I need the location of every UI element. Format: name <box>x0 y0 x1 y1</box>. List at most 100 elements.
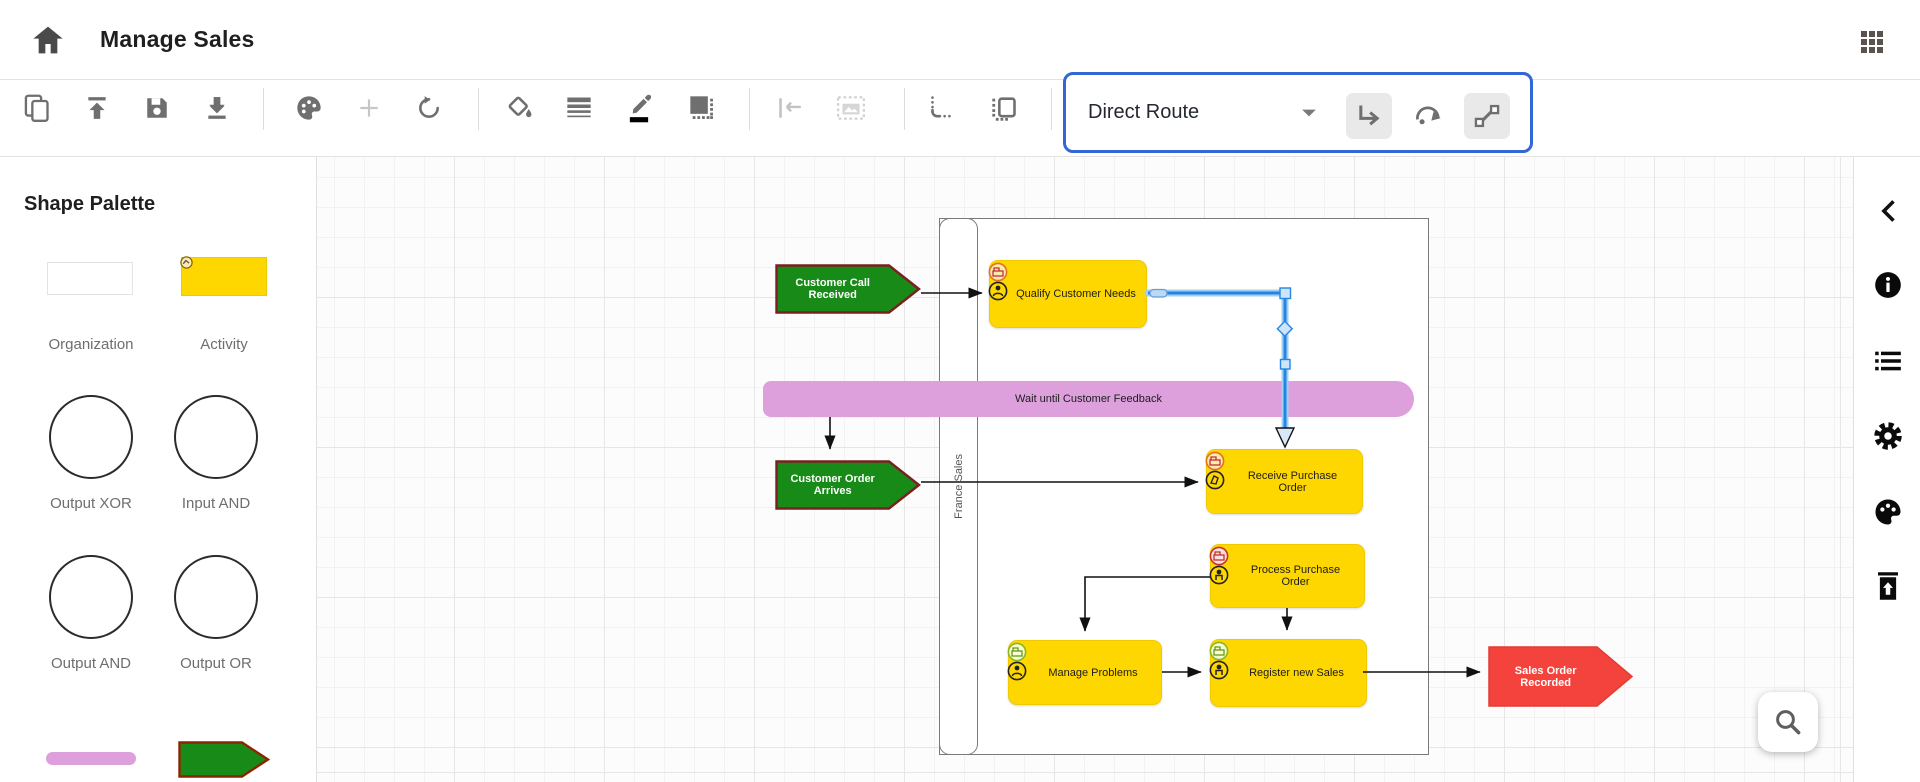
zoom-search-icon <box>1773 707 1803 737</box>
palette-item-label: Output XOR <box>21 495 161 512</box>
palette-shape-activity[interactable] <box>181 257 267 296</box>
shadow-icon <box>688 94 716 122</box>
select-area-icon <box>929 94 957 122</box>
palette-shape-input-and[interactable] <box>174 395 258 479</box>
connector-route-group: Direct Route <box>1063 72 1533 153</box>
event-sales-order-recorded[interactable]: Sales Order Recorded <box>1488 646 1634 707</box>
organization-icon <box>1209 641 1229 661</box>
shadow-button[interactable] <box>687 93 717 123</box>
function-qualify-customer-needs[interactable]: Qualify Customer Needs <box>989 260 1147 328</box>
theme-button[interactable] <box>294 93 324 123</box>
save-button[interactable] <box>142 93 172 123</box>
snap-object-button[interactable] <box>989 93 1019 123</box>
select-area-button[interactable] <box>928 93 958 123</box>
palette-shape-output-xor[interactable] <box>49 395 133 479</box>
palette-item-label: Output AND <box>21 655 161 672</box>
undo-icon <box>416 95 442 121</box>
home-button[interactable] <box>26 18 70 62</box>
toolbar-separator <box>263 88 264 130</box>
bring-front-button[interactable] <box>82 93 112 123</box>
download-icon <box>204 95 230 121</box>
organization-icon <box>1007 642 1027 662</box>
event-label: Customer Call Received <box>775 264 890 314</box>
palette-icon <box>295 94 323 122</box>
image-icon <box>836 95 866 121</box>
route-type-dropdown[interactable]: Direct Route <box>1066 101 1317 124</box>
properties-panel <box>1853 157 1920 782</box>
bezier-connector-button[interactable] <box>1406 93 1452 139</box>
shape-palette-panel: Shape Palette Organization Activity Outp… <box>0 157 317 782</box>
palette-shape-wait[interactable] <box>46 752 136 765</box>
palette-item-label: Output OR <box>146 655 286 672</box>
function-receive-purchase-order[interactable]: Receive Purchase Order <box>1206 449 1363 514</box>
wait-node[interactable]: Wait until Customer Feedback <box>763 381 1414 417</box>
event-customer-order-arrives[interactable]: Customer Order Arrives <box>775 460 921 510</box>
function-label: Qualify Customer Needs <box>990 288 1146 300</box>
straight-connector-icon <box>1473 102 1501 130</box>
wait-node-label: Wait until Customer Feedback <box>1015 393 1162 405</box>
toolbar: Direct Route <box>0 80 1920 157</box>
copy-icon <box>24 94 50 122</box>
event-arrow-shape <box>178 741 270 778</box>
stroke-color-button[interactable] <box>624 93 654 123</box>
organization-icon <box>988 262 1008 282</box>
organization-icon <box>180 256 193 269</box>
function-label: Manage Problems <box>1022 667 1147 679</box>
add-button[interactable] <box>354 93 384 123</box>
shape-palette-title: Shape Palette <box>24 193 155 216</box>
palette-shape-organization[interactable] <box>47 262 133 295</box>
straight-connector-button[interactable] <box>1464 93 1510 139</box>
copy-button[interactable] <box>22 93 52 123</box>
toolbar-separator <box>478 88 479 130</box>
trash-restore-button[interactable] <box>1872 570 1904 602</box>
role-icon <box>1209 565 1229 585</box>
apps-grid-button[interactable] <box>1852 22 1892 62</box>
toolbar-separator <box>1051 88 1052 130</box>
theme-palette-icon <box>1873 497 1903 527</box>
settings-button[interactable] <box>1872 420 1904 452</box>
home-icon <box>32 25 64 55</box>
info-icon <box>1874 271 1902 299</box>
palette-item-label: Activity <box>154 336 294 353</box>
collapse-panel-button[interactable] <box>1872 195 1904 227</box>
list-button[interactable] <box>1872 345 1904 377</box>
add-icon <box>356 95 382 121</box>
snap-object-icon <box>990 94 1018 122</box>
function-label: Process Purchase Order <box>1211 564 1364 588</box>
info-button[interactable] <box>1872 269 1904 301</box>
align-left-button[interactable] <box>775 93 805 123</box>
undo-button[interactable] <box>414 93 444 123</box>
palette-shape-event[interactable] <box>178 741 270 778</box>
palette-shape-output-and[interactable] <box>49 555 133 639</box>
role-icon <box>1205 470 1225 490</box>
function-manage-problems[interactable]: Manage Problems <box>1008 640 1162 705</box>
save-icon <box>144 95 170 121</box>
palette-shape-output-or[interactable] <box>174 555 258 639</box>
download-button[interactable] <box>202 93 232 123</box>
fill-color-icon <box>506 94 534 122</box>
event-customer-call-received[interactable]: Customer Call Received <box>775 264 921 314</box>
zoom-tool-button[interactable] <box>1758 692 1818 752</box>
bezier-connector-icon <box>1414 104 1444 128</box>
insert-image-button[interactable] <box>836 93 866 123</box>
event-label: Customer Order Arrives <box>775 460 890 510</box>
pen-color-icon <box>624 92 654 124</box>
upload-icon <box>84 95 110 121</box>
theme-palette-button[interactable] <box>1872 496 1904 528</box>
swimlane-label: France Sales <box>953 454 965 519</box>
toolbar-separator <box>749 88 750 130</box>
swimlane-header[interactable]: France Sales <box>939 218 978 755</box>
settings-gear-icon <box>1873 421 1903 451</box>
align-left-icon <box>776 96 804 120</box>
toolbar-separator <box>904 88 905 130</box>
chevron-down-icon <box>1301 108 1317 118</box>
line-style-button[interactable] <box>564 93 594 123</box>
function-process-purchase-order[interactable]: Process Purchase Order <box>1210 544 1365 608</box>
function-label: Register new Sales <box>1223 667 1354 679</box>
event-label: Sales Order Recorded <box>1488 646 1603 707</box>
function-register-new-sales[interactable]: Register new Sales <box>1210 639 1367 707</box>
fill-color-button[interactable] <box>505 93 535 123</box>
role-icon <box>988 281 1008 301</box>
orthogonal-connector-button[interactable] <box>1346 93 1392 139</box>
